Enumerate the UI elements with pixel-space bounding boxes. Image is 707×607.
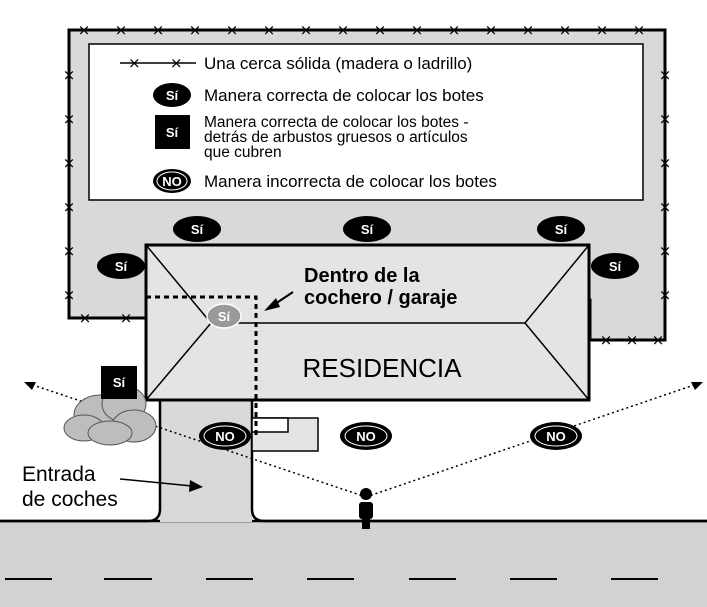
fence-cross: × — [652, 331, 665, 349]
fence-cross: × — [263, 21, 276, 39]
street — [0, 521, 707, 607]
sight-arrow-right — [691, 382, 703, 390]
fence-cross: × — [63, 198, 76, 216]
fence-cross: × — [659, 242, 672, 260]
fence-cross: × — [79, 309, 92, 327]
fence-cross: × — [63, 110, 76, 128]
legend-hidden-badge — [155, 115, 190, 149]
sight-arrow-left — [24, 382, 36, 390]
no-badge-center — [340, 422, 392, 450]
fence-cross: × — [600, 331, 613, 349]
fence-cross: × — [659, 154, 672, 172]
legend-fence-label: Una cerca sólida (madera o ladrillo) — [204, 54, 472, 73]
fence-cross: × — [659, 286, 672, 304]
svg-text:×: × — [128, 54, 141, 72]
yes-badge-top-center — [343, 216, 391, 242]
no-badge-center-text: NO — [356, 429, 376, 444]
legend-no-label: Manera incorrecta de colocar los botes — [204, 172, 497, 191]
legend-no-badge — [153, 169, 191, 193]
fence-cross: × — [448, 21, 461, 39]
bush-yes-badge-text: Sí — [113, 375, 126, 390]
bush-yes-badge — [101, 366, 137, 399]
fence-cross: × — [374, 21, 387, 39]
driveway-label-line-1: Entrada — [22, 463, 96, 486]
fence-cross: × — [300, 21, 313, 39]
legend-no-badge-ring — [156, 171, 188, 191]
driveway-label-line-2: de coches — [22, 488, 118, 511]
driveway-arrow — [119, 478, 203, 492]
legend-fence-symbol: × × — [120, 54, 196, 72]
fence-cross: × — [63, 242, 76, 260]
fence-cross: × — [659, 66, 672, 84]
fence-cross: × — [152, 21, 165, 39]
legend-hidden-label-1: Manera correcta de colocar los botes - — [204, 114, 468, 131]
legend-yes-label: Manera correcta de colocar los botes — [204, 86, 484, 105]
driveway — [160, 400, 252, 522]
legend-yes-badge-text: Sí — [166, 88, 179, 103]
fence-cross: × — [485, 21, 498, 39]
fence-cross: × — [226, 21, 239, 39]
no-badge-left-text: NO — [215, 429, 235, 444]
house-label: RESIDENCIA — [303, 353, 463, 383]
fence-cross: × — [63, 286, 76, 304]
fence-cross: × — [411, 21, 424, 39]
yes-badge-side-left — [97, 253, 145, 279]
fence-cross: × — [633, 21, 646, 39]
legend-hidden-badge-text: Sí — [166, 125, 179, 140]
garage-yes-badge-text: Sí — [218, 309, 231, 324]
fence: ××××××××××××××××××××××××××××××××× — [63, 21, 672, 349]
fence-cross: × — [78, 21, 91, 39]
observer-person-icon — [359, 488, 373, 529]
fence-cross: × — [522, 21, 535, 39]
legend-hidden-label-3: que cubren — [204, 144, 282, 161]
legend-hidden-label-2: detrás de arbustos gruesos o artículos — [204, 129, 468, 146]
fence-cross: × — [626, 331, 639, 349]
legend-yes-badge — [153, 83, 191, 107]
yes-badge-top-left-text: Sí — [191, 222, 204, 237]
garage-yes-badge — [206, 303, 242, 329]
fence-cross: × — [659, 110, 672, 128]
yes-badge-side-right — [591, 253, 639, 279]
fence-cross: × — [115, 21, 128, 39]
garage-arrow — [264, 291, 294, 311]
no-badge-left — [199, 422, 251, 450]
fence-cross: × — [659, 198, 672, 216]
fence-cross: × — [559, 21, 572, 39]
yes-badge-top-right — [537, 216, 585, 242]
garage-label-line-1: Dentro de la — [304, 265, 420, 287]
svg-text:×: × — [170, 54, 183, 72]
yes-badge-side-right-text: Sí — [609, 259, 622, 274]
yes-badge-side-left-text: Sí — [115, 259, 128, 274]
fence-cross: × — [596, 21, 609, 39]
fence-cross: × — [63, 66, 76, 84]
garage-label-line-2: cochero / garaje — [304, 287, 457, 309]
fence-cross: × — [337, 21, 350, 39]
yes-badge-top-right-text: Sí — [555, 222, 568, 237]
fence-cross: × — [189, 21, 202, 39]
fence-cross: × — [120, 309, 133, 327]
yes-badge-top-left — [173, 216, 221, 242]
no-badge-right — [530, 422, 582, 450]
garage-outline — [146, 295, 258, 436]
no-badge-right-text: NO — [546, 429, 566, 444]
fence-cross: × — [63, 154, 76, 172]
legend-no-badge-text: NO — [162, 174, 182, 189]
yes-badge-top-center-text: Sí — [361, 222, 374, 237]
